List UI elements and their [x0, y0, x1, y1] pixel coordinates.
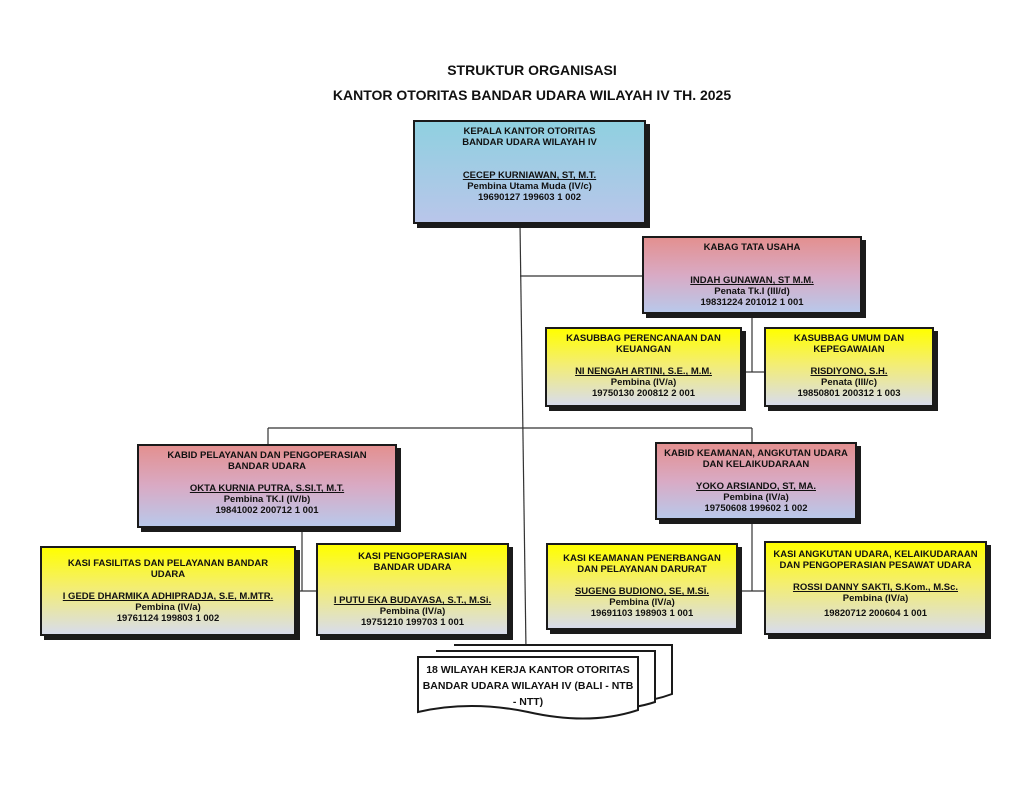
- position-title: KASI ANGKUTAN UDARA, KELAIKUDARAAN DAN P…: [773, 549, 978, 571]
- official-name: INDAH GUNAWAN, ST M.M.: [690, 275, 814, 286]
- position-title: KASUBBAG UMUM DAN KEPEGAWAIAN: [793, 333, 905, 355]
- kabid-pelayanan-box: KABID PELAYANAN DAN PENGOPERASIAN BANDAR…: [137, 444, 397, 528]
- wilayah-kerja-label: 18 WILAYAH KERJA KANTOR OTORITAS BANDAR …: [422, 664, 634, 708]
- kasi-fasilitas-box: KASI FASILITAS DAN PELAYANAN BANDAR UDAR…: [40, 546, 296, 636]
- position-title: KASI KEAMANAN PENERBANGAN DAN PELAYANAN …: [563, 553, 721, 575]
- official-rank: Pembina (IV/a): [723, 492, 789, 503]
- trunk-line: [519, 223, 527, 651]
- position-title: KABID PELAYANAN DAN PENGOPERASIAN BANDAR…: [167, 450, 367, 472]
- kabid-keamanan-box: KABID KEAMANAN, ANGKUTAN UDARA DAN KELAI…: [655, 442, 857, 520]
- official-nip: 19691103 198903 1 001: [590, 608, 694, 619]
- chart-title: STRUKTUR ORGANISASI: [447, 62, 617, 78]
- position-title: KEPALA KANTOR OTORITAS BANDAR UDARA WILA…: [462, 126, 597, 148]
- official-name: NI NENGAH ARTINI, S.E., M.M.: [575, 366, 712, 377]
- official-rank: Pembina TK.I (IV/b): [223, 494, 311, 505]
- official-rank: Penata (III/c): [821, 377, 877, 388]
- official-nip: 19831224 201012 1 001: [700, 297, 804, 308]
- official-rank: Pembina (IV/a): [379, 606, 446, 617]
- head-box: KEPALA KANTOR OTORITAS BANDAR UDARA WILA…: [413, 120, 646, 224]
- official-nip: 19761124 199803 1 002: [116, 613, 220, 624]
- position-title: KABAG TATA USAHA: [703, 242, 801, 253]
- official-rank: Pembina (IV/a): [610, 377, 677, 388]
- official-name: RISDIYONO, S.H.: [810, 366, 888, 377]
- kasi-angkutan-box: KASI ANGKUTAN UDARA, KELAIKUDARAAN DAN P…: [764, 541, 987, 635]
- official-nip: 19850801 200312 1 003: [797, 388, 901, 399]
- official-rank: Pembina (IV/a): [135, 602, 201, 613]
- official-name: CECEP KURNIAWAN, ST, M.T.: [462, 170, 597, 181]
- official-rank: Pembina (IV/a): [842, 593, 909, 604]
- official-name: SUGENG BUDIONO, SE, M.Si.: [574, 586, 710, 597]
- kasi-keamanan-box: KASI KEAMANAN PENERBANGAN DAN PELAYANAN …: [546, 543, 738, 630]
- official-name: I GEDE DHARMIKA ADHIPRADJA, S.E, M.MTR.: [62, 591, 274, 602]
- official-name: OKTA KURNIA PUTRA, S.SI.T, M.T.: [189, 483, 345, 494]
- official-name: I PUTU EKA BUDAYASA, S.T., M.Si.: [333, 595, 492, 606]
- kabag-box: KABAG TATA USAHA INDAH GUNAWAN, ST M.M. …: [642, 236, 862, 314]
- position-title: KASI FASILITAS DAN PELAYANAN BANDAR UDAR…: [67, 558, 269, 580]
- kasi-pengoperasian-box: KASI PENGOPERASIAN BANDAR UDARA I PUTU E…: [316, 543, 509, 636]
- official-nip: 19820712 200604 1 001: [823, 608, 928, 619]
- official-nip: 19750130 200812 2 001: [591, 388, 696, 399]
- official-nip: 19750608 199602 1 002: [704, 503, 808, 514]
- official-nip: 19841002 200712 1 001: [215, 505, 319, 516]
- position-title: KASUBBAG PERENCANAAN DAN KEUANGAN: [566, 333, 721, 355]
- chart-subtitle: KANTOR OTORITAS BANDAR UDARA WILAYAH IV …: [332, 87, 732, 103]
- official-rank: Pembina (IV/a): [609, 597, 675, 608]
- kasubbag-perencanaan-box: KASUBBAG PERENCANAAN DAN KEUANGAN NI NEN…: [545, 327, 742, 407]
- position-title: KABID KEAMANAN, ANGKUTAN UDARA DAN KELAI…: [664, 448, 848, 470]
- position-title: KASI PENGOPERASIAN BANDAR UDARA: [358, 551, 467, 573]
- official-name: YOKO ARSIANDO, ST, MA.: [696, 481, 816, 492]
- official-nip: 19690127 199603 1 002: [477, 192, 582, 203]
- official-nip: 19751210 199703 1 001: [360, 617, 465, 628]
- kasubbag-umum-box: KASUBBAG UMUM DAN KEPEGAWAIAN RISDIYONO,…: [764, 327, 934, 407]
- official-name: ROSSI DANNY SAKTI, S.Kom., M.Sc.: [792, 582, 959, 593]
- official-rank: Pembina Utama Muda (IV/c): [467, 181, 592, 192]
- official-rank: Penata Tk.I (III/d): [714, 286, 790, 297]
